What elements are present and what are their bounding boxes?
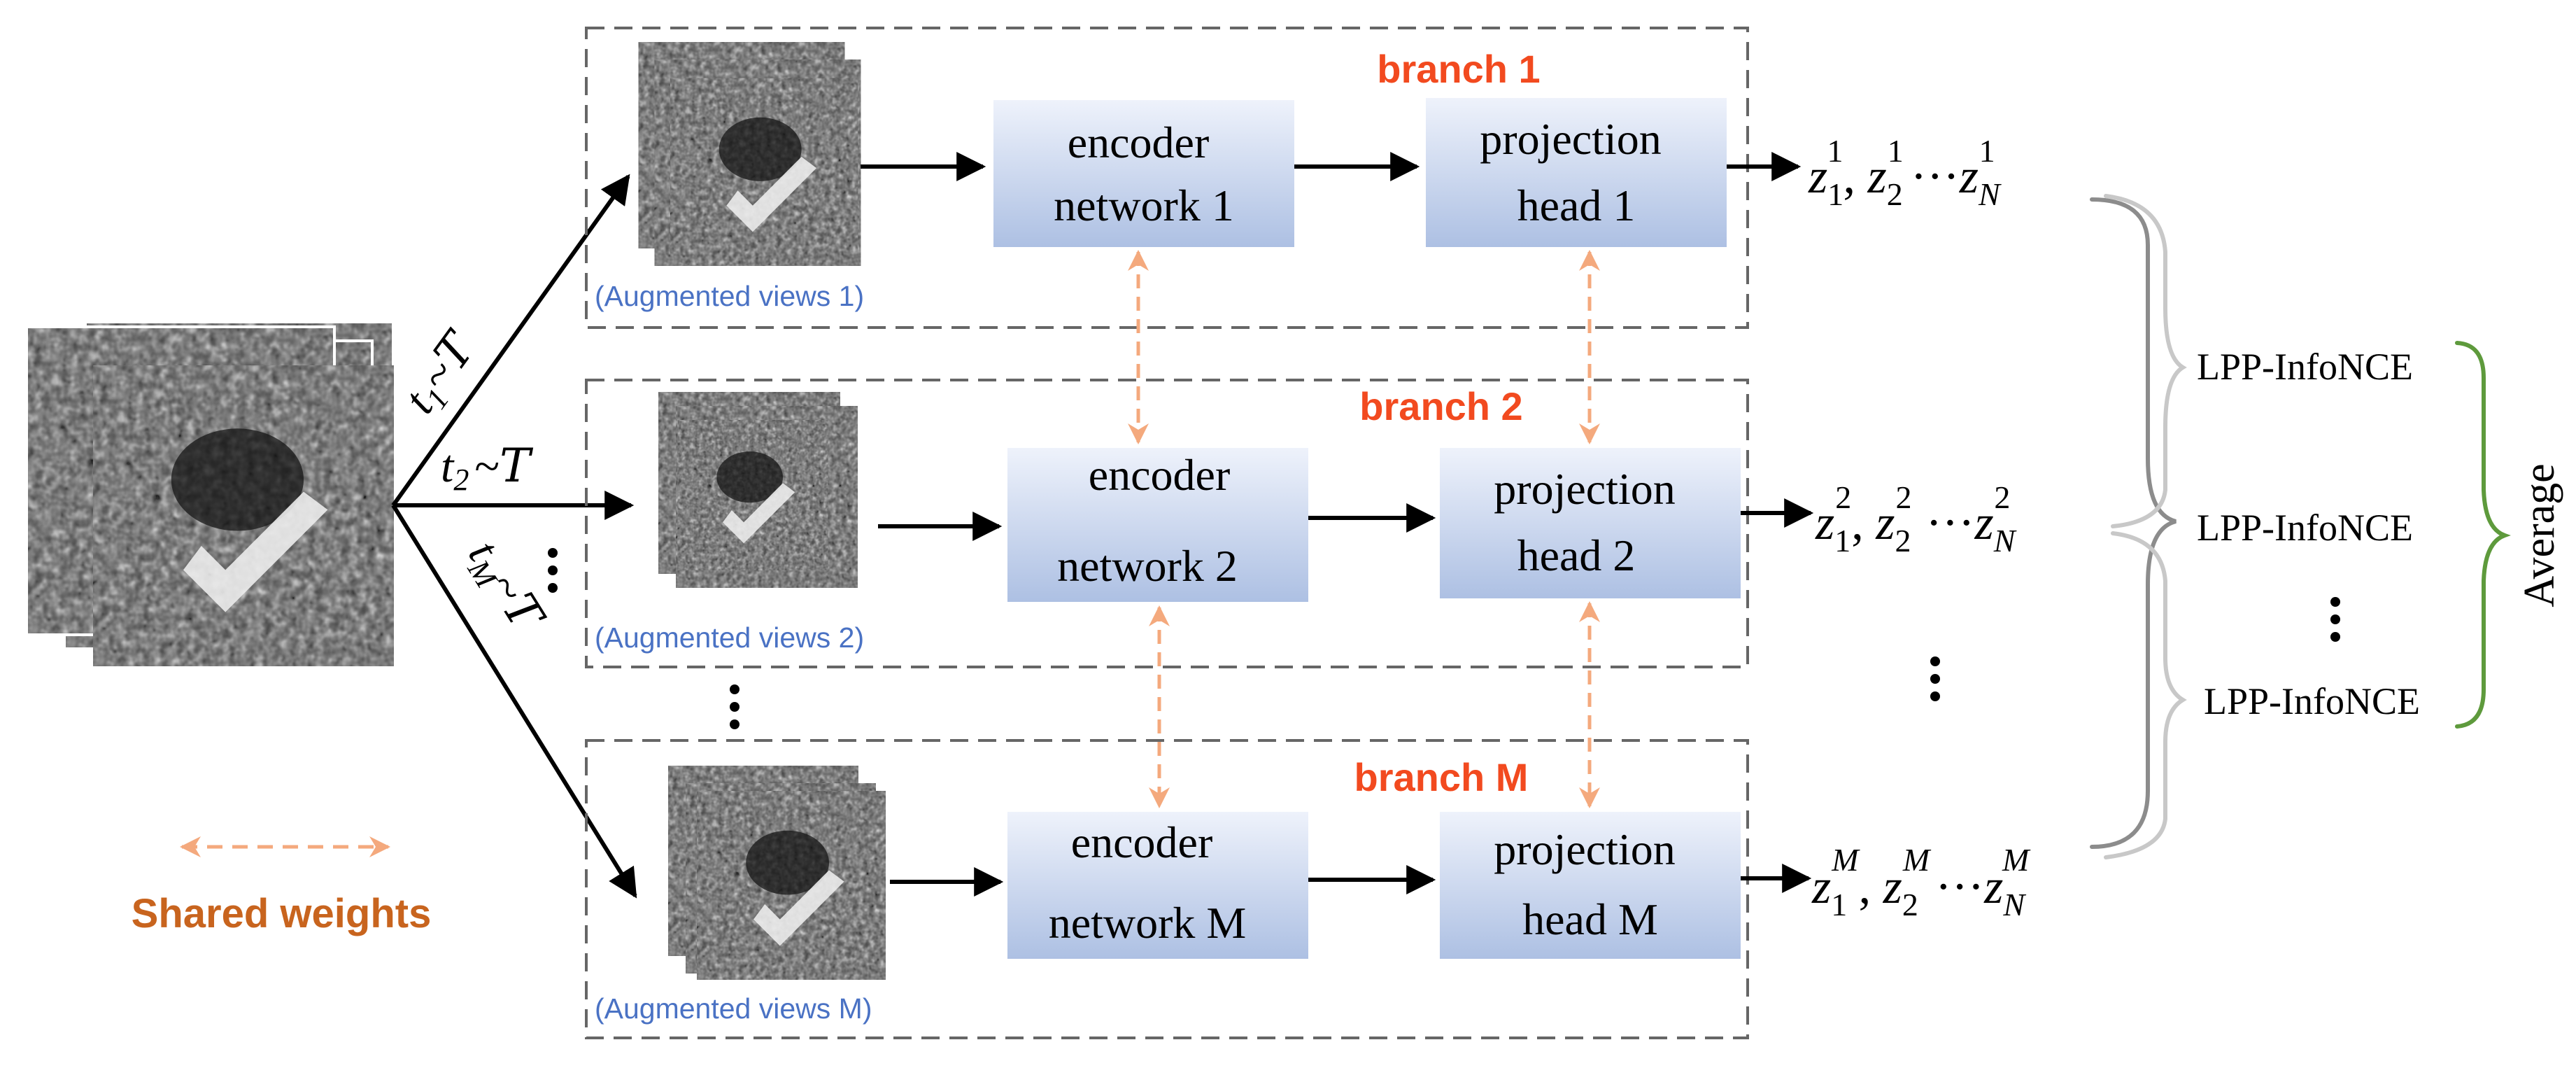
- arrow-to-branch-1: [391, 174, 630, 507]
- projection-text: projection head 2: [1494, 464, 1686, 580]
- loss-label-1: LPP-InfoNCE: [2197, 346, 2413, 388]
- loss-label-3: LPP-InfoNCE: [2204, 680, 2420, 722]
- augmented-views-stack: [668, 766, 886, 980]
- branch-label: branch 1: [1377, 47, 1540, 91]
- transform-arrows: [391, 174, 637, 899]
- augmented-views-stack: [658, 392, 858, 588]
- input-image-stack: [25, 321, 395, 666]
- augmented-views-label: (Augmented views M): [595, 992, 872, 1025]
- encoder-box: [993, 100, 1294, 247]
- augmented-views-label: (Augmented views 2): [595, 621, 864, 654]
- embedding-set: z1M, z2M···zNM: [1811, 842, 2031, 922]
- branch-M: branch M (Augmented views M) encoder net…: [585, 739, 2031, 1039]
- shared-weight-arrows: [1128, 250, 1600, 808]
- projection-box: [1426, 98, 1727, 247]
- brace-green: [2455, 341, 2511, 729]
- encoder-text: encoder network 1: [1054, 118, 1234, 230]
- ellipsis-dots: [548, 548, 2340, 729]
- input-patch-top: [93, 365, 394, 666]
- shared-weights-label: Shared weights: [132, 891, 432, 936]
- branch-label: branch 2: [1359, 384, 1522, 428]
- branch-label: branch M: [1354, 755, 1529, 799]
- encoder-box: [1007, 812, 1308, 959]
- encoder-text: encoder network 2: [1057, 450, 1241, 591]
- shared-weights-legend: Shared weights: [132, 836, 432, 936]
- loss-braces: [2090, 194, 2511, 859]
- transform-label-1: t1~T: [392, 321, 491, 426]
- brace-light-top: [2104, 194, 2187, 528]
- encoder-text: encoder network M: [1049, 817, 1247, 948]
- branch-2: branch 2 (Augmented views 2) encoder net…: [585, 379, 2017, 668]
- embedding-set: z12, z22···zN2: [1815, 479, 2017, 558]
- loss-labels: LPP-InfoNCE LPP-InfoNCE LPP-InfoNCE: [2197, 346, 2420, 722]
- transform-label-2: t2~T: [441, 439, 534, 497]
- loss-label-2: LPP-InfoNCE: [2197, 507, 2413, 549]
- branch-1: branch 1 (Augmented views 1) encoder net…: [585, 27, 2002, 329]
- projection-text: projection head M: [1494, 824, 1686, 944]
- projection-box: [1440, 448, 1741, 598]
- brace-dark: [2090, 197, 2177, 849]
- average-label: Average: [2516, 463, 2563, 607]
- branch-frame: [585, 27, 1749, 329]
- brace-light-bottom: [2104, 531, 2187, 859]
- projection-text: projection head 1: [1480, 114, 1672, 230]
- arrow-to-branch-M: [391, 504, 637, 899]
- projection-box: [1440, 812, 1741, 959]
- augmented-views-label: (Augmented views 1): [595, 280, 864, 312]
- embedding-set: z11, z21···zN1: [1808, 133, 2002, 212]
- augmented-views-stack: [639, 42, 861, 266]
- encoder-box: [1007, 448, 1308, 602]
